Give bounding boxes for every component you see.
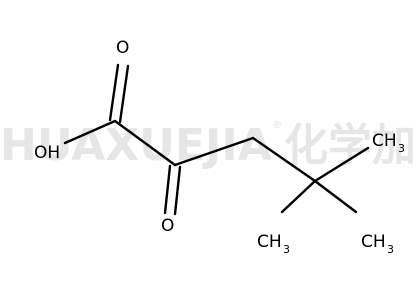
atom-o-ketone-bottom: O [161, 216, 174, 236]
bond-c3-c4 [251, 136, 317, 183]
atom-ch3-right-ch: CH [372, 131, 397, 151]
bond-c2-c3 [173, 136, 255, 167]
bond-c4-ch3-right [313, 146, 370, 183]
bond-c4-ch3-bottom [313, 179, 358, 214]
watermark-latin-text: HUAXUEJIA [0, 120, 272, 171]
atom-ch3-left-subscript: 3 [283, 243, 290, 256]
atom-ch3-bottom-ch: CH [361, 232, 386, 252]
bonds [63, 63, 370, 216]
bond-c1-o-double-b [118, 64, 130, 124]
atom-ch3-right-subscript: 3 [398, 142, 405, 155]
atom-ch3-left-ch: CH [257, 232, 282, 252]
atom-o-carbonyl-top: O [116, 38, 129, 58]
bond-c2-o-double-a [163, 164, 172, 215]
watermark-registered-mark: ® [272, 120, 282, 131]
bond-c1-o-double-a [108, 63, 120, 122]
atom-labels: O OH O CH 3 CH 3 CH 3 [34, 38, 405, 256]
group-ch3-left: CH 3 [257, 232, 290, 256]
group-ch3-right: CH 3 [372, 131, 405, 155]
bond-c2-o-double-b [173, 165, 182, 216]
atom-oh: OH [34, 143, 60, 163]
watermark-cjk-text: 化学加 [284, 120, 416, 171]
atom-ch3-bottom-subscript: 3 [387, 243, 394, 256]
bond-c4-ch3-left [280, 179, 317, 214]
watermark: HUAXUEJIA ® 化学加 [0, 120, 416, 171]
bond-c1-c2 [113, 119, 177, 167]
bond-c1-oh [63, 119, 117, 145]
group-ch3-bottom: CH 3 [361, 232, 394, 256]
